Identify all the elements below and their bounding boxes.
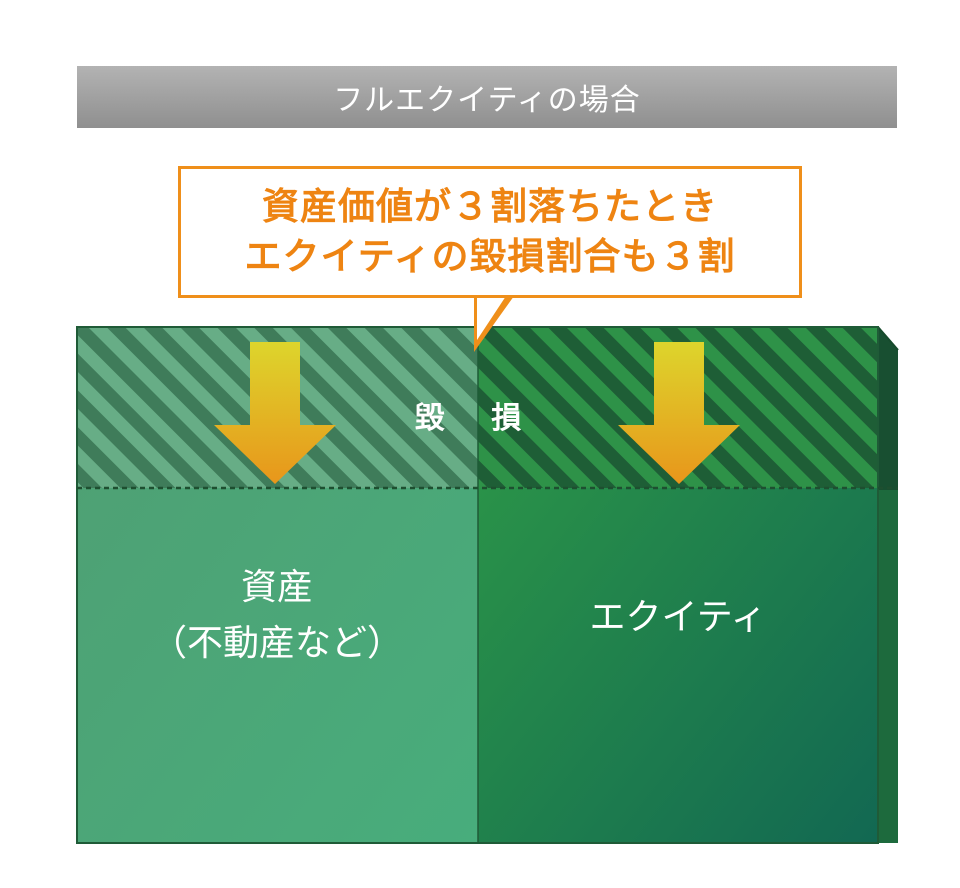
callout-pointer-inner	[477, 296, 506, 340]
asset-label-group: 資産 （不動産など）	[77, 560, 477, 672]
side-edge	[877, 326, 899, 351]
asset-sublabel: （不動産など）	[150, 623, 403, 664]
loss-label: 毀 損	[414, 401, 540, 436]
header-title: フルエクイティの場合	[333, 83, 641, 118]
equity-label: エクイティ	[589, 597, 767, 638]
header-bar: フルエクイティの場合	[77, 66, 897, 128]
callout-box: 資産価値が３割落ちたとき エクイティの毀損割合も３割	[178, 166, 802, 298]
equity-down-arrow	[618, 342, 740, 484]
asset-down-arrow	[214, 342, 336, 484]
callout-line-2: エクイティの毀損割合も３割	[244, 235, 736, 278]
block-side-face-upper	[878, 327, 898, 490]
asset-label: 資産	[240, 567, 313, 608]
callout-line-1: 資産価値が３割落ちたとき	[262, 185, 718, 228]
